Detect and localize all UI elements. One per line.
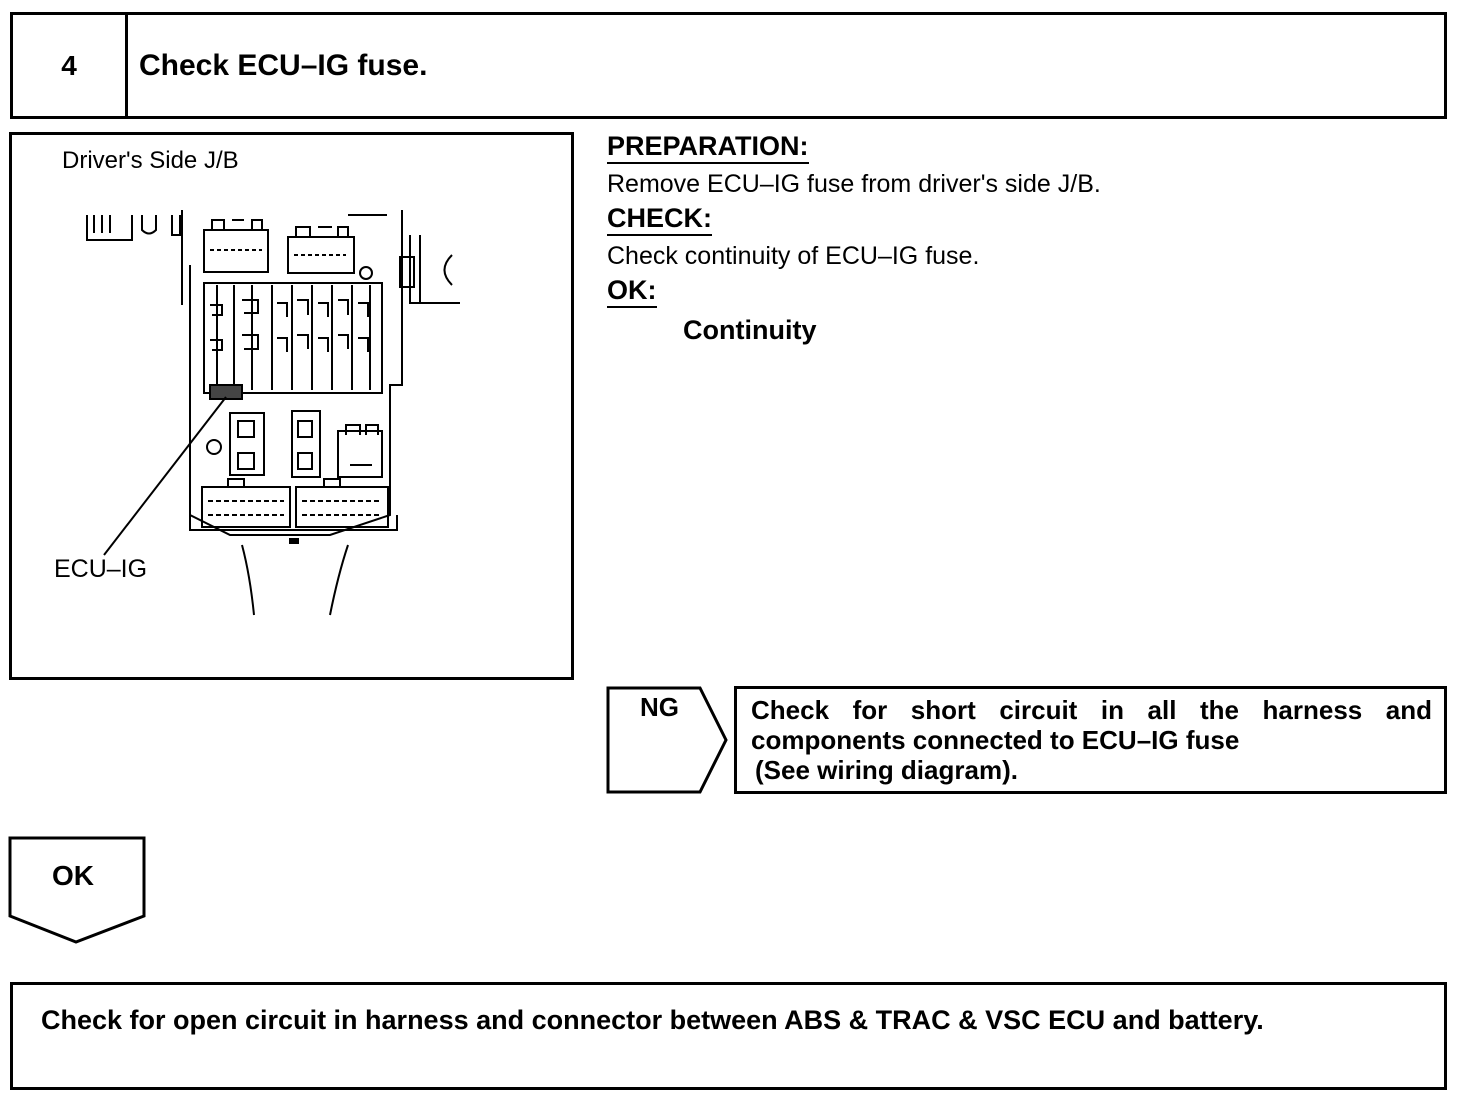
next-action-box: Check for open circuit in harness and co… bbox=[10, 982, 1447, 1090]
ok-heading: OK: bbox=[607, 274, 657, 308]
diagram-caption: Driver's Side J/B bbox=[62, 147, 239, 174]
ng-action-box: Check for short circuit in all the harne… bbox=[734, 686, 1447, 794]
ng-label: NG bbox=[640, 692, 679, 722]
ng-action-line-2: components connected to ECU–IG fuse bbox=[751, 725, 1240, 755]
ng-action-line-3: (See wiring diagram). bbox=[755, 755, 1018, 785]
ok-label: OK bbox=[52, 860, 94, 891]
preparation-text: Remove ECU–IG fuse from driver's side J/… bbox=[607, 170, 1101, 198]
preparation-heading: PREPARATION: bbox=[607, 130, 809, 164]
ok-result: Continuity bbox=[683, 315, 817, 345]
check-text: Check continuity of ECU–IG fuse. bbox=[607, 242, 980, 270]
step-number: 4 bbox=[13, 15, 128, 116]
step-header: 4 Check ECU–IG fuse. bbox=[10, 12, 1447, 119]
ng-arrow-shape bbox=[606, 686, 728, 794]
junction-block-diagram: Driver's Side J/B bbox=[9, 132, 574, 680]
junction-block-illustration bbox=[86, 210, 460, 616]
next-action-text: Check for open circuit in harness and co… bbox=[41, 1005, 1264, 1035]
ok-arrow-shape bbox=[8, 836, 146, 944]
step-title: Check ECU–IG fuse. bbox=[139, 48, 428, 82]
check-heading: CHECK: bbox=[607, 202, 712, 236]
ng-action-line-1: Check for short circuit in all the harne… bbox=[751, 695, 1432, 725]
procedure-instructions: PREPARATION: Remove ECU–IG fuse from dri… bbox=[607, 130, 1427, 346]
ecu-ig-callout-label: ECU–IG bbox=[54, 555, 148, 583]
